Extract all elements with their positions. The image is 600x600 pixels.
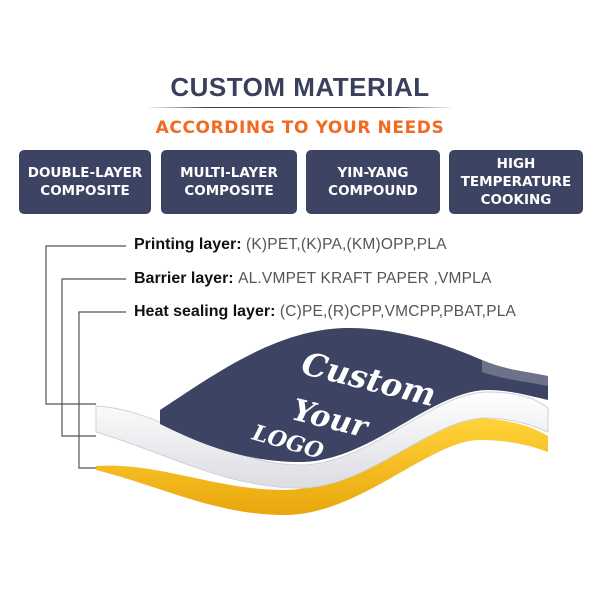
composite-type-list: DOUBLE-LAYER COMPOSITE MULTI-LAYER COMPO…: [19, 150, 583, 214]
page-title: CUSTOM MATERIAL: [170, 72, 430, 102]
tab-multi-layer-composite: MULTI-LAYER COMPOSITE: [161, 150, 297, 214]
printing-layer-row: Printing layer: (K)PET,(K)PA,(KM)OPP,PLA: [134, 236, 447, 254]
barrier-layer-shape: [95, 391, 549, 489]
page-subtitle: ACCORDING TO YOUR NEEDS: [155, 118, 445, 138]
printing-layer-materials: (K)PET,(K)PA,(KM)OPP,PLA: [246, 236, 447, 253]
heat-sealing-layer-leader-line: [78, 311, 126, 469]
title-underline: [146, 107, 454, 108]
printing-layer-label: Printing layer:: [134, 236, 247, 253]
heat-sealing-layer-label: Heat sealing layer:: [134, 303, 280, 320]
printing-layer-edge: [482, 360, 548, 386]
barrier-layer-row: Barrier layer: AL.VMPET KRAFT PAPER ,VMP…: [134, 270, 492, 288]
tab-yin-yang-compound: YIN-YANG COMPOUND: [306, 150, 440, 214]
heat-sealing-layer-row: Heat sealing layer: (C)PE,(R)CPP,VMCPP,P…: [134, 303, 516, 321]
tab-high-temperature-cooking: HIGH TEMPERATURE COOKING: [449, 150, 583, 214]
printing-layer-shape: [160, 327, 548, 462]
heat-sealing-layer-shape: [96, 417, 548, 515]
printing-layer-leader-line: [45, 245, 126, 405]
heat-sealing-layer-materials: (C)PE,(R)CPP,VMCPP,PBAT,PLA: [279, 303, 517, 320]
barrier-layer-label: Barrier layer:: [134, 270, 239, 287]
tab-double-layer-composite: DOUBLE-LAYER COMPOSITE: [19, 150, 151, 214]
barrier-layer-materials: AL.VMPET KRAFT PAPER ,VMPLA: [238, 270, 492, 287]
